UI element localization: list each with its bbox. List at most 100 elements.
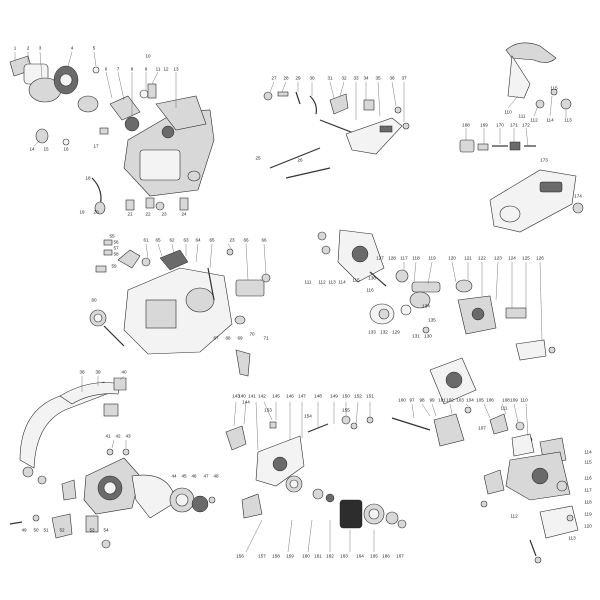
callout-57: 57: [113, 245, 119, 251]
callout-114-bottom: 114: [584, 449, 592, 455]
callout-63: 63: [183, 237, 189, 243]
mid-right-assembly: [317, 229, 556, 361]
callout-112-mid: 112: [318, 279, 326, 285]
callout-143: 143: [232, 393, 240, 399]
callout-110-top: 110: [504, 109, 512, 115]
callout-115-top: 115: [550, 85, 558, 91]
callout-171: 171: [510, 122, 518, 128]
callout-141: 141: [248, 393, 256, 399]
callout-129: 129: [392, 329, 400, 335]
callout-25: 25: [255, 155, 261, 161]
callout-173: 173: [540, 157, 548, 163]
callout-161: 161: [314, 553, 322, 559]
callout-164: 164: [356, 553, 364, 559]
callout-51: 51: [43, 527, 49, 533]
callout-56: 56: [113, 239, 119, 245]
callout-8: 8: [130, 66, 134, 72]
callout-136: 136: [368, 275, 376, 281]
callout-59: 59: [111, 263, 117, 269]
callout-109: 109: [510, 397, 518, 403]
callout-120-bottom: 120: [584, 523, 592, 529]
callout-44: 44: [171, 473, 177, 479]
callout-107: 107: [478, 425, 486, 431]
callout-116: 116: [366, 287, 374, 293]
top-right-assembly: [459, 42, 584, 233]
callout-23-mid: 23: [229, 237, 235, 243]
callout-126: 126: [536, 255, 544, 261]
callout-127: 127: [376, 255, 384, 261]
callout-156: 156: [236, 553, 244, 559]
callout-117: 117: [400, 255, 408, 261]
callout-61: 61: [143, 237, 149, 243]
callout-42: 42: [115, 433, 121, 439]
callout-71: 71: [263, 335, 269, 341]
callout-113-top: 113: [564, 117, 572, 123]
callout-23: 23: [161, 211, 167, 217]
callout-114-mid: 114: [338, 279, 346, 285]
callout-170: 170: [496, 122, 504, 128]
bottom-right-assembly: [391, 357, 579, 564]
callout-60: 60: [91, 297, 97, 303]
callout-21: 21: [127, 211, 133, 217]
callout-100: 100: [398, 397, 406, 403]
callout-14: 14: [29, 146, 35, 152]
callout-36: 36: [389, 75, 395, 81]
callout-151: 151: [366, 393, 374, 399]
callout-113-bottom: 113: [568, 535, 576, 541]
callout-174: 174: [574, 193, 582, 199]
callout-58: 58: [113, 251, 119, 257]
callout-119: 119: [428, 255, 436, 261]
callout-65-mid: 65: [155, 237, 161, 243]
callout-114-top: 114: [546, 117, 554, 123]
callout-131: 131: [412, 333, 420, 339]
callout-26: 26: [297, 157, 303, 163]
callout-104: 104: [466, 397, 474, 403]
callout-113-mid: 113: [328, 279, 336, 285]
callout-17: 17: [93, 143, 99, 149]
callout-120: 120: [448, 255, 456, 261]
callout-159: 159: [286, 553, 294, 559]
callout-172: 172: [522, 122, 530, 128]
callout-169: 169: [480, 122, 488, 128]
callout-29: 29: [295, 75, 301, 81]
callout-119-bottom: 119: [584, 511, 592, 517]
callout-97: 97: [409, 397, 415, 403]
callout-5: 5: [92, 45, 96, 51]
callout-22: 22: [145, 211, 151, 217]
callout-6: 6: [104, 66, 108, 72]
callout-155: 155: [342, 407, 350, 413]
callout-11: 11: [155, 66, 161, 72]
callout-15: 15: [43, 146, 49, 152]
callout-105: 105: [476, 397, 484, 403]
callout-112-bottom: 112: [510, 513, 518, 519]
callout-38: 38: [79, 369, 85, 375]
callout-121: 121: [464, 255, 472, 261]
callout-34: 34: [363, 75, 369, 81]
callout-55: 55: [109, 233, 115, 239]
callout-162: 162: [326, 553, 334, 559]
bottom-left-assembly: [9, 375, 216, 549]
callout-135: 135: [428, 317, 436, 323]
callout-167: 167: [396, 553, 404, 559]
callout-30: 30: [309, 75, 315, 81]
callout-52: 52: [59, 527, 65, 533]
callout-111-mid: 111: [304, 279, 312, 285]
callout-40: 40: [121, 369, 127, 375]
callout-108: 108: [502, 397, 510, 403]
callout-150: 150: [342, 393, 350, 399]
callout-142: 142: [258, 393, 266, 399]
callout-69: 69: [237, 335, 243, 341]
callout-154: 154: [304, 413, 312, 419]
callout-37: 37: [401, 75, 407, 81]
callout-35: 35: [375, 75, 381, 81]
callout-31: 31: [327, 75, 333, 81]
callout-7: 7: [116, 66, 120, 72]
callout-9: 9: [144, 66, 148, 72]
callout-110-bottom: 110: [520, 397, 528, 403]
callout-124: 124: [508, 255, 516, 261]
callout-64: 64: [195, 237, 201, 243]
callout-49: 49: [21, 527, 27, 533]
callout-41: 41: [105, 433, 111, 439]
callout-66-mid: 66: [261, 237, 267, 243]
